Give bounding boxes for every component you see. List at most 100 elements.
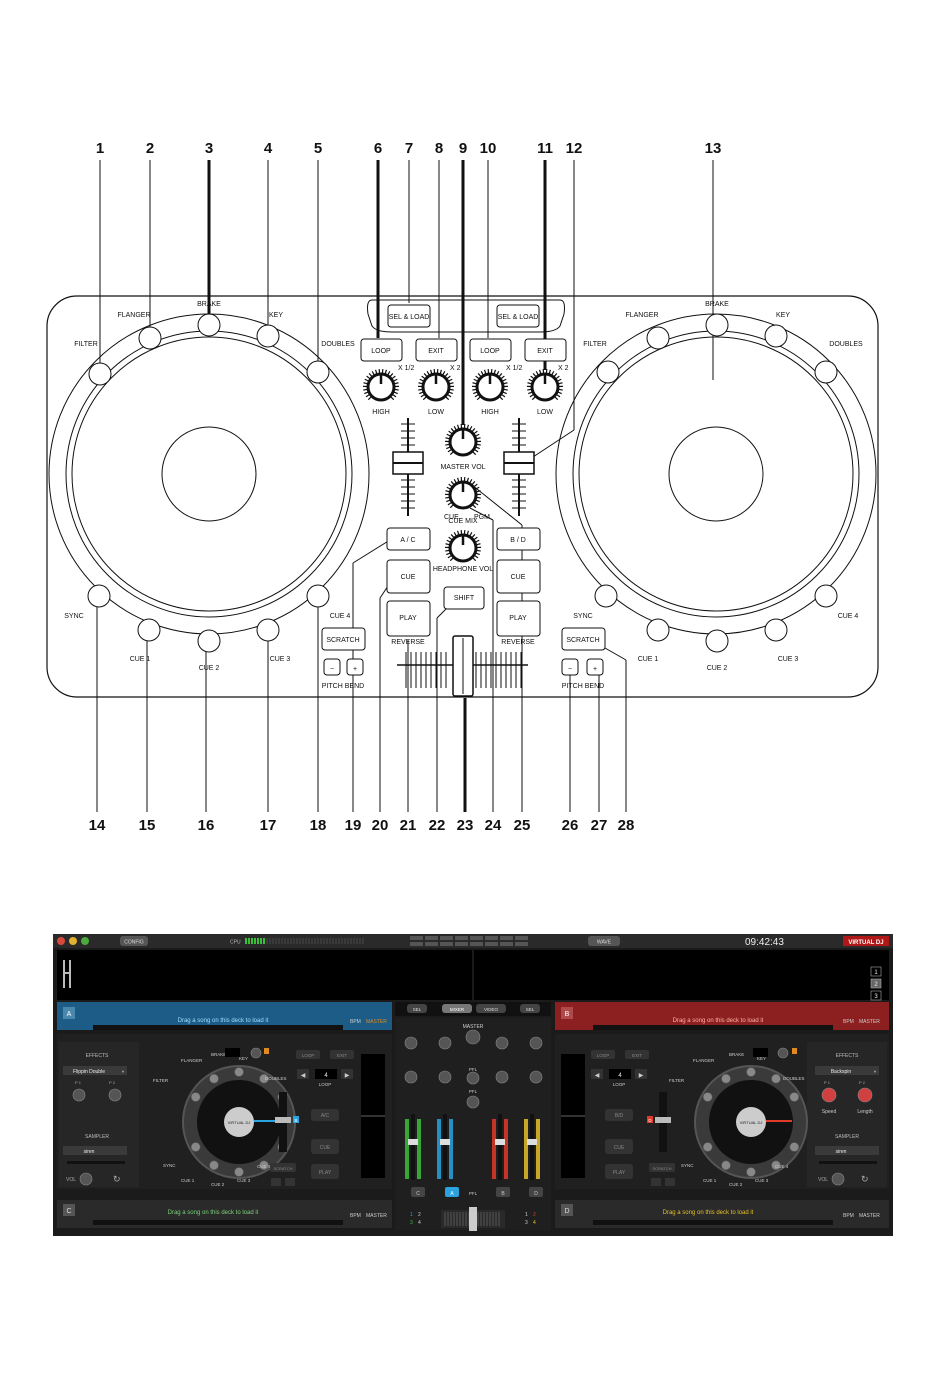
pitch-bend-plus-left[interactable]	[346, 658, 364, 676]
sw-ac-button[interactable]	[311, 1109, 339, 1121]
sw-bd-button[interactable]	[605, 1109, 633, 1121]
page-1[interactable]: 1	[874, 970, 878, 976]
tab-video[interactable]	[476, 1004, 506, 1013]
exit-right-button[interactable]	[524, 338, 567, 362]
sw-pitch-minus-right[interactable]	[651, 1178, 661, 1186]
right-key-button[interactable]	[764, 324, 788, 348]
page-2[interactable]: 2	[874, 982, 878, 988]
wave-button[interactable]	[588, 936, 620, 946]
left-sync-button[interactable]	[87, 584, 111, 608]
sw-play-right-button[interactable]	[605, 1164, 633, 1179]
right-flanger-button[interactable]	[646, 326, 670, 350]
sw-scratch-left-button[interactable]	[270, 1163, 296, 1172]
sw-loop-right-button[interactable]	[591, 1050, 615, 1059]
crossfader[interactable]	[397, 635, 528, 697]
mixer-eq-knob[interactable]	[529, 1036, 543, 1050]
left-effect-dropdown-icon[interactable]: ▼	[121, 1069, 125, 1074]
ac-button[interactable]	[386, 527, 431, 551]
sw-cue-right-button[interactable]	[605, 1139, 633, 1154]
play-right-button[interactable]	[496, 600, 541, 637]
cue-right-button[interactable]	[496, 559, 541, 594]
sw-loop-prev-left[interactable]	[297, 1069, 309, 1079]
channel-strip[interactable]	[524, 1114, 540, 1180]
eq-high-right-knob[interactable]	[471, 369, 509, 402]
tab-mixer[interactable]	[442, 1004, 472, 1013]
sw-left-pitch-slider[interactable]	[275, 1117, 291, 1123]
channel-strip[interactable]	[405, 1114, 421, 1180]
right-brake-button[interactable]	[705, 313, 729, 337]
master-vol-knob[interactable]	[444, 424, 482, 457]
right-cue3-button[interactable]	[764, 618, 788, 642]
sw-loop-next-left[interactable]	[341, 1069, 353, 1079]
sw-loop-left-button[interactable]	[296, 1050, 320, 1059]
config-button[interactable]	[120, 936, 148, 946]
tab-sel-left[interactable]	[407, 1004, 427, 1013]
left-key-button[interactable]	[256, 324, 280, 348]
pfl-b-button[interactable]	[496, 1187, 510, 1197]
mixer-master-knob[interactable]	[465, 1029, 481, 1045]
loop-left-button[interactable]	[360, 338, 403, 362]
channel-strip[interactable]	[437, 1114, 453, 1180]
right-effect-select[interactable]	[815, 1066, 879, 1075]
sw-pitch-plus-left[interactable]	[285, 1178, 295, 1186]
mixer-eq-knob[interactable]	[438, 1036, 452, 1050]
mixer-eq-knob[interactable]	[404, 1036, 418, 1050]
left-master-knob[interactable]	[250, 1047, 262, 1059]
right-sampler-vol-knob[interactable]	[831, 1172, 845, 1186]
mixer-eq-knob[interactable]	[438, 1070, 452, 1084]
right-cue2-button[interactable]	[705, 629, 729, 653]
sw-exit-right-button[interactable]	[625, 1050, 649, 1059]
left-jog-wheel[interactable]	[161, 426, 257, 522]
close-window-button[interactable]	[57, 937, 65, 945]
maximize-window-button[interactable]	[81, 937, 89, 945]
pitch-bend-minus-right[interactable]	[561, 658, 579, 676]
right-cue4-button[interactable]	[814, 584, 838, 608]
sw-pitch-plus-right[interactable]	[665, 1178, 675, 1186]
cue-mix-knob[interactable]	[444, 477, 482, 510]
left-cue2-button[interactable]	[197, 629, 221, 653]
deck-select-right[interactable]: 1 2 3 4	[525, 1212, 536, 1226]
sw-scratch-right-button[interactable]	[649, 1163, 675, 1172]
sw-play-left-button[interactable]	[311, 1164, 339, 1179]
page-3[interactable]: 3	[874, 994, 878, 1000]
left-filter-button[interactable]	[88, 362, 112, 386]
left-sampler-vol-knob[interactable]	[79, 1172, 93, 1186]
right-cue1-button[interactable]	[646, 618, 670, 642]
scratch-left-button[interactable]	[321, 627, 366, 651]
right-length-knob[interactable]	[857, 1087, 873, 1103]
eq-low-right-knob[interactable]	[526, 369, 564, 402]
sw-exit-left-button[interactable]	[330, 1050, 354, 1059]
left-cue1-button[interactable]	[137, 618, 161, 642]
right-filter-button[interactable]	[596, 360, 620, 384]
loop-right-button[interactable]	[469, 338, 512, 362]
mixer-eq-knob[interactable]	[529, 1070, 543, 1084]
left-loop-icon[interactable]: ↻	[113, 1174, 121, 1184]
minimize-window-button[interactable]	[69, 937, 77, 945]
left-channel-fader[interactable]	[392, 418, 424, 516]
pfl-d-button[interactable]	[529, 1187, 543, 1197]
pfl-a-button[interactable]	[445, 1187, 459, 1197]
right-master-knob[interactable]	[777, 1047, 789, 1059]
mixer-eq-knob[interactable]	[495, 1036, 509, 1050]
right-channel-fader[interactable]	[503, 418, 535, 516]
right-lock-icon[interactable]	[792, 1048, 797, 1054]
mixer-pfl-knob[interactable]	[466, 1071, 480, 1085]
left-flanger-button[interactable]	[138, 326, 162, 350]
scratch-right-button[interactable]	[561, 627, 606, 651]
sw-cue-left-button[interactable]	[311, 1139, 339, 1154]
left-cue3-button[interactable]	[256, 618, 280, 642]
pitch-bend-minus-left[interactable]	[323, 658, 341, 676]
left-brake-button[interactable]	[197, 313, 221, 337]
right-sync-button[interactable]	[594, 584, 618, 608]
left-effect-select[interactable]	[63, 1066, 127, 1075]
exit-left-button[interactable]	[415, 338, 458, 362]
pfl-c-button[interactable]	[411, 1187, 425, 1197]
sel-load-right-button[interactable]	[496, 304, 540, 328]
left-p1-knob[interactable]	[72, 1088, 86, 1102]
mixer-vol-cue-knob[interactable]	[466, 1095, 480, 1109]
shift-button[interactable]	[443, 586, 485, 610]
sw-pitch-minus-left[interactable]	[271, 1178, 281, 1186]
sw-right-pitch-slider[interactable]	[655, 1117, 671, 1123]
headphone-vol-knob[interactable]	[444, 530, 482, 563]
deck-select-left[interactable]: 1 2 3 4	[410, 1212, 421, 1226]
